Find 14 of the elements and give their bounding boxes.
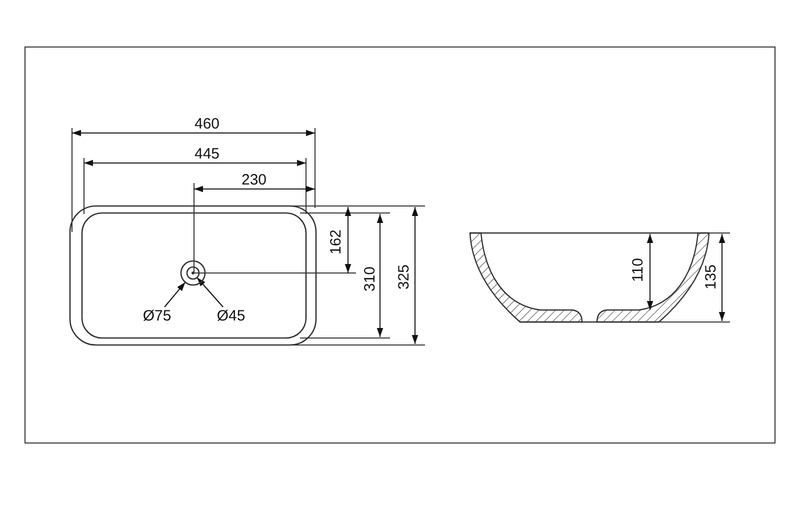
dimension-label: 110 (630, 258, 646, 282)
diameter-label: Ø45 (216, 308, 246, 324)
dimension-label: 135 (704, 264, 718, 290)
dimension-label: 460 (194, 116, 220, 132)
leader-line (164, 282, 186, 308)
drain-hole (186, 266, 200, 280)
drain-outer-ring (180, 260, 206, 286)
leader-line (196, 277, 224, 308)
dimension-label: 445 (194, 146, 220, 162)
diameter-label: Ø75 (142, 308, 172, 324)
dimension-label: 310 (362, 266, 378, 292)
dimension-label: 230 (241, 172, 267, 188)
dimension-label: 162 (328, 229, 344, 255)
dimension-label: 325 (396, 264, 412, 290)
